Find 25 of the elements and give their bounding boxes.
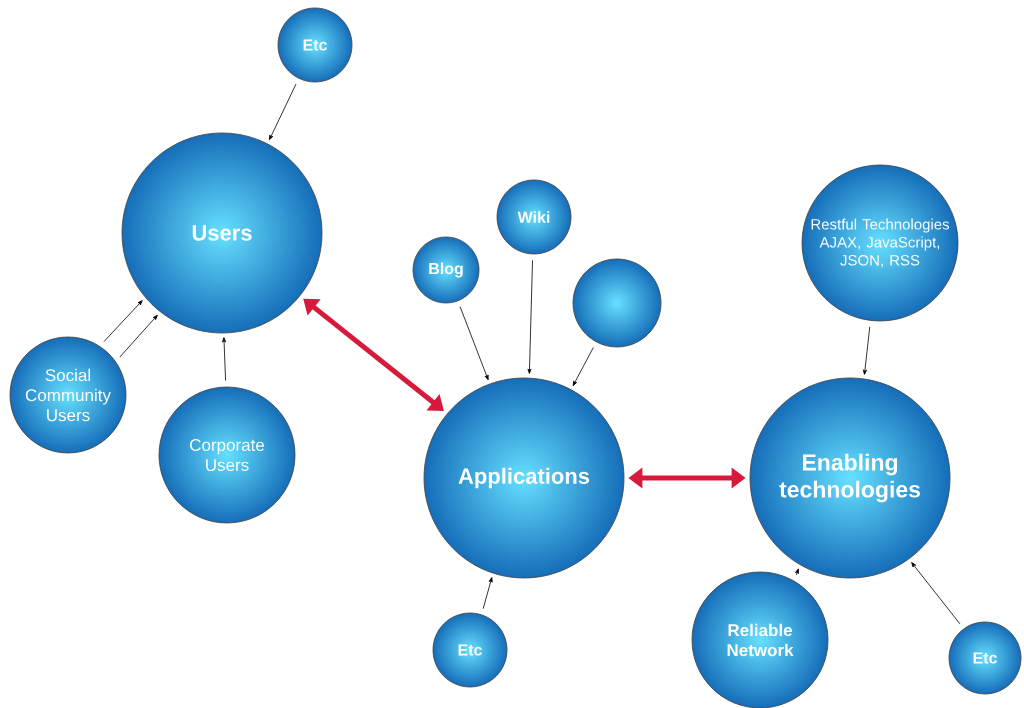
arrow (459, 306, 489, 381)
arrow (795, 568, 799, 576)
arrow (269, 83, 297, 141)
arrow (303, 298, 444, 411)
bubble: Wiki (496, 179, 572, 255)
bubble: Applications (423, 377, 625, 579)
arrow (222, 337, 227, 381)
bubble: Corporate Users (158, 386, 296, 524)
bubble: Etc (277, 7, 353, 83)
arrow (862, 326, 871, 375)
bubble: Blog (412, 236, 480, 304)
bubble: Users (121, 132, 323, 334)
arrow (482, 577, 493, 610)
arrow (911, 562, 961, 625)
bubble: Enabling technologies (749, 377, 951, 579)
bubble: Etc (948, 621, 1022, 695)
arrow (119, 314, 158, 358)
arrow (572, 347, 594, 387)
bubble (572, 258, 662, 348)
bubble: Social Community Users (9, 336, 127, 454)
arrow (103, 300, 143, 343)
arrow (527, 259, 533, 374)
bubble: Etc (432, 612, 508, 688)
bubble: Restful Technologies AJAX, JavaScript, JSON, RSS (801, 164, 959, 322)
bubble: Reliable Network (691, 571, 829, 708)
